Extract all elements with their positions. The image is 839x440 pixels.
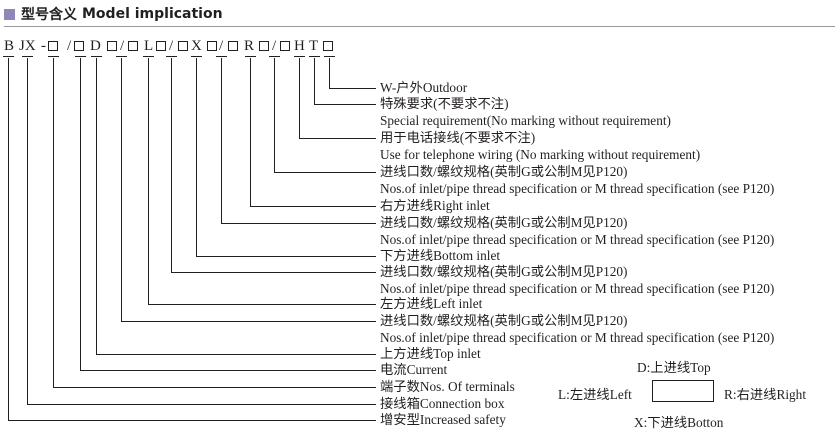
code-part: /: [169, 38, 174, 54]
label-item: Nos.of inlet/pipe thread specification o…: [380, 181, 775, 196]
connector-line: [121, 58, 376, 322]
connector-line: [96, 58, 376, 355]
connector-line: [8, 58, 376, 421]
label-item: 进线口数/螺纹规格(英制G或公制M见P120): [380, 164, 628, 179]
label-item: 进线口数/螺纹规格(英制G或公制M见P120): [380, 215, 628, 230]
legend-left: L:左进线Left: [558, 387, 632, 402]
code-placeholder-box: [128, 41, 138, 51]
label-item: 进线口数/螺纹规格(英制G或公制M见P120): [380, 313, 628, 328]
connector-line: [299, 58, 376, 139]
label-item: 增安型Increased safety: [380, 412, 506, 427]
code-part: /: [272, 38, 277, 54]
connector-line: [27, 58, 376, 405]
legend-box: [652, 380, 714, 402]
code-part: R: [244, 38, 255, 54]
connector-line: [314, 58, 376, 105]
label-item: 下方进线Bottom inlet: [380, 248, 501, 263]
label-item: 端子数Nos. Of terminals: [380, 379, 515, 394]
code-placeholder-box: [48, 41, 58, 51]
connector-line: [53, 58, 376, 388]
code-part: D: [90, 38, 101, 54]
connector-line: [196, 58, 376, 257]
code-part: /: [120, 38, 125, 54]
connector-line: [80, 58, 376, 371]
header-divider: [4, 26, 835, 27]
connector-line: [171, 58, 376, 273]
connector-line: [329, 58, 376, 89]
connector-line: [250, 58, 376, 207]
code-part: JX: [19, 38, 36, 54]
code-placeholder-box: [178, 41, 188, 51]
section-header: 型号含义 Model implication: [4, 4, 223, 24]
legend-bottom: X:下进线Botton: [634, 415, 724, 430]
code-part: B: [4, 38, 15, 54]
label-item: Nos.of inlet/pipe thread specification o…: [380, 232, 775, 247]
code-placeholder-box: [74, 41, 84, 51]
label-item: 接线箱Connection box: [380, 396, 505, 411]
code-placeholder-box: [259, 41, 269, 51]
code-placeholder-box: [323, 41, 333, 51]
label-item: Nos.of inlet/pipe thread specification o…: [380, 281, 775, 296]
code-placeholder-box: [228, 41, 238, 51]
label-item: Special requirement(No marking without r…: [380, 113, 671, 128]
code-placeholder-box: [107, 41, 117, 51]
label-item: 左方进线Left inlet: [380, 296, 483, 311]
label-item: 电流Current: [380, 362, 448, 377]
legend-right: R:右进线Right: [724, 387, 807, 402]
connector-line: [274, 58, 376, 173]
code-placeholder-box: [207, 41, 217, 51]
code-part: H: [294, 38, 305, 54]
label-item: Nos.of inlet/pipe thread specification o…: [380, 330, 775, 345]
label-item: 上方进线Top inlet: [380, 346, 481, 361]
code-part: T: [309, 38, 319, 54]
section-title-en: Model implication: [82, 6, 223, 22]
code-part: X: [191, 38, 202, 54]
code-part: L: [144, 38, 154, 54]
section-title: 型号含义: [21, 7, 77, 23]
label-item: 进线口数/螺纹规格(英制G或公制M见P120): [380, 264, 628, 279]
label-item: 用于电话接线(不要求不注): [380, 130, 536, 145]
connector-line: [148, 58, 376, 305]
code-part: -: [41, 38, 46, 54]
label-item: Use for telephone wiring (No marking wit…: [380, 147, 701, 162]
label-item: 特殊要求(不要求不注): [380, 96, 509, 111]
connector-line: [221, 58, 376, 224]
legend-top: D:上进线Top: [637, 360, 711, 375]
header-square-icon: [4, 8, 15, 20]
label-item: W-户外Outdoor: [380, 80, 468, 95]
code-placeholder-box: [280, 41, 290, 51]
label-item: 右方进线Right inlet: [380, 198, 490, 213]
code-placeholder-box: [156, 41, 166, 51]
code-part: /: [67, 38, 72, 54]
code-part: /: [219, 38, 224, 54]
